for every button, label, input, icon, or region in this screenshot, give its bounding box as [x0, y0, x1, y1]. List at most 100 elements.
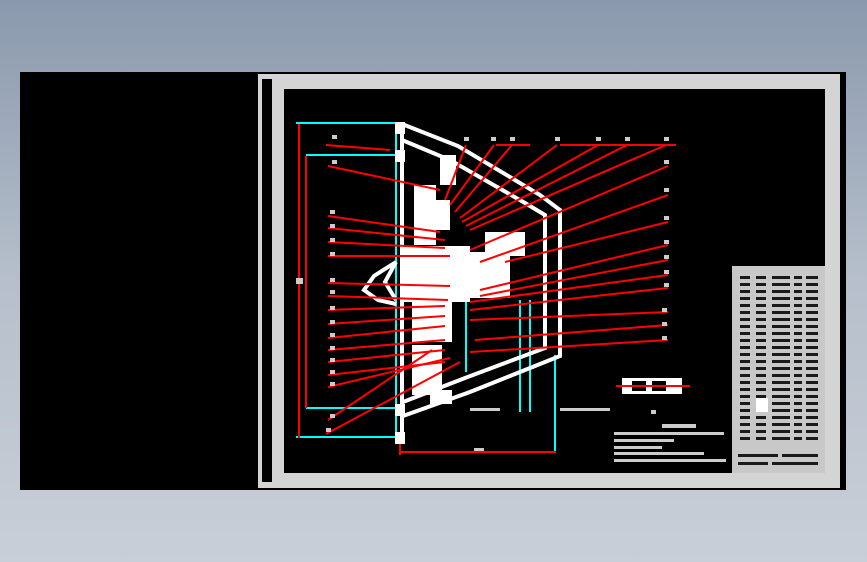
part-block [430, 390, 452, 404]
parts-list-cell [756, 374, 766, 377]
leader-line [465, 144, 628, 227]
parts-list-cell [772, 332, 790, 335]
parts-list-cell [772, 402, 790, 405]
leader-line [327, 349, 446, 363]
parts-list-cell [794, 290, 802, 293]
balloon [664, 240, 669, 244]
parts-list-cell [794, 374, 802, 377]
parts-list-cell [806, 332, 818, 335]
title-block-info [738, 462, 768, 465]
assembly-drawing [296, 122, 726, 462]
balloon [330, 370, 335, 374]
parts-list-cell [740, 423, 750, 426]
balloon [330, 346, 335, 350]
parts-list-cell [740, 409, 750, 412]
flange-outline [382, 261, 398, 302]
sheet-left-stripe [262, 79, 272, 482]
leader-line [459, 144, 558, 219]
parts-list-cell [794, 332, 802, 335]
parts-list-cell [794, 346, 802, 349]
leader-line [327, 315, 446, 325]
balloon [330, 382, 335, 386]
part-block [395, 150, 405, 162]
parts-list-cell [756, 367, 766, 370]
parts-list-cell [756, 346, 766, 349]
leader-line [325, 144, 391, 151]
leader-line [454, 144, 513, 213]
parts-list-cell [772, 325, 790, 328]
parts-list-cell [772, 353, 790, 356]
notes-line [614, 459, 726, 462]
parts-list-cell [806, 423, 818, 426]
part-block [400, 246, 470, 302]
technical-notes [614, 424, 726, 462]
parts-list-cell [756, 430, 766, 433]
parts-list-cell [740, 304, 750, 307]
parts-list-cell [794, 437, 802, 440]
balloons [296, 135, 669, 432]
part-block [395, 122, 405, 134]
dimension-mark [474, 448, 484, 451]
parts-list-cell [794, 297, 802, 300]
parts-list-cell [756, 304, 766, 307]
flange-outline [361, 260, 398, 306]
parts-list-cell [772, 409, 790, 412]
parts-list-cell [740, 318, 750, 321]
leader-line [469, 165, 669, 251]
parts-list-cell [772, 339, 790, 342]
parts-list-table [738, 276, 818, 465]
parts-list-cell [756, 290, 766, 293]
parts-list-cell [740, 311, 750, 314]
parts-list-cell [740, 276, 750, 279]
balloon [330, 358, 335, 362]
leader-line [327, 165, 441, 191]
parts-list-cell [740, 395, 750, 398]
parts-list-cell [772, 416, 790, 419]
parts-list-cell [794, 416, 802, 419]
notes-line [614, 446, 662, 449]
parts-list-cell [772, 290, 790, 293]
parts-list-cell [794, 339, 802, 342]
balloon [625, 137, 630, 141]
parts-list-cell [794, 409, 802, 412]
leader-line [327, 349, 433, 421]
parts-list-cell [806, 353, 818, 356]
part-block [414, 185, 436, 245]
dimension-marks [470, 408, 610, 451]
left-flange [361, 260, 398, 306]
parts-list-cell [794, 304, 802, 307]
parts-list-cell [756, 283, 766, 286]
parts-list-cell [794, 360, 802, 363]
parts-list-cell [806, 374, 818, 377]
leader-line [469, 339, 669, 353]
leader-line [444, 144, 467, 201]
title-block-info [738, 454, 778, 457]
parts-list-cell [806, 437, 818, 440]
parts-list-cell [756, 423, 766, 426]
balloon [664, 216, 669, 220]
leader-line [449, 144, 495, 206]
parts-list-cell [740, 437, 750, 440]
part-block [440, 155, 456, 185]
parts-list-cell [772, 374, 790, 377]
parts-list-cell [756, 360, 766, 363]
notes-line [614, 452, 704, 455]
parts-list-cell [740, 381, 750, 384]
parts-list-cell [806, 346, 818, 349]
leader-lines [325, 144, 676, 435]
parts-list-cell [794, 395, 802, 398]
balloon [664, 137, 669, 141]
parts-list-cell [806, 381, 818, 384]
parts-list-cell [794, 430, 802, 433]
parts-list-cell [740, 402, 750, 405]
title-block-info [782, 454, 818, 457]
parts-list-cell [806, 276, 818, 279]
leader-line [327, 357, 451, 388]
parts-list-cell [772, 346, 790, 349]
detail-label [651, 410, 656, 414]
balloon [330, 224, 335, 228]
leader-line [469, 311, 669, 321]
leader-line [327, 339, 446, 351]
parts-list-cell [756, 353, 766, 356]
leader-line [327, 241, 446, 249]
